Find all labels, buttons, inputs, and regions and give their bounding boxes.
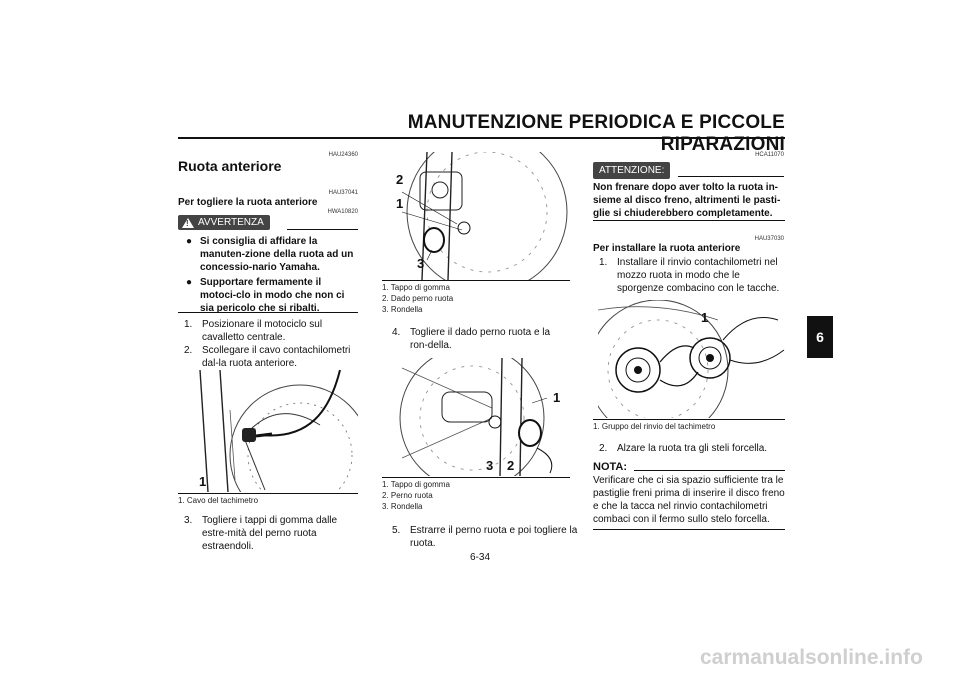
figure-callout: 1 [701,310,709,325]
warning-list: ●Si consiglia di affidare la manuten-zio… [186,235,358,315]
section-title: Ruota anteriore [178,158,282,174]
chapter-tab: 6 [807,316,833,358]
page-number: 6-34 [469,552,490,563]
warning-icon: ! [182,217,194,228]
figure-speedometer-gear [598,300,786,418]
step-5: 5.Estrarre il perno ruota e poi togliere… [392,524,580,550]
figure-captions: 1. Tappo di gomma 2. Perno ruota 3. Rond… [382,480,450,511]
caution-rule [678,176,784,177]
figure-axle [382,358,570,476]
ref-code: HCA11070 [755,152,784,158]
caution-text: Non frenare dopo aver tolto la ruota in-… [593,182,781,219]
warning-rule [287,229,358,230]
figure-callout: 2 [396,172,404,187]
figure-speedometer-cable [190,370,358,492]
install-step-2: 2.Alzare la ruota tra gli steli forcella… [599,442,785,455]
step-4: 4.Togliere il dado perno ruota e la ron-… [392,326,570,352]
figure-axle-nut [382,152,570,280]
ref-code: HAU37030 [754,236,784,242]
step-3: 3.Togliere i tappi di gomma dalle estre-… [184,514,358,553]
warning-bullet: ●Si consiglia di affidare la manuten-zio… [186,236,354,273]
warning-bullet: ●Supportare fermamente il motoci-clo in … [186,277,345,314]
step-item: 5.Estrarre il perno ruota e poi togliere… [392,525,578,549]
note-end-rule [593,529,785,530]
header-rule [178,137,785,139]
page-header-title: MANUTENZIONE PERIODICA E PICCOLE RIPARAZ… [407,112,785,155]
note-rule [634,470,785,471]
note-text: Verificare che ci sia spazio sufficiente… [593,475,785,525]
caution-badge: ATTENZIONE: [593,162,671,179]
figure-caption: 1. Cavo del tachimetro [178,496,259,505]
ref-code: HWA10820 [327,209,358,215]
figure-caption: 1. Gruppo del rinvio del tachimetro [593,422,716,431]
warning-badge: ! AVVERTENZA [178,215,270,230]
step-item: 1.Posizionare il motociclo sul cavallett… [184,319,323,343]
figure-callout: 3 [486,458,494,473]
figure-callout: 2 [507,458,515,473]
step-item: 3.Togliere i tappi di gomma dalle estre-… [184,515,338,552]
warning-label: AVVERTENZA [198,217,264,228]
steps-list: 1.Posizionare il motociclo sul cavallett… [184,318,358,370]
step-item: 2.Alzare la ruota tra gli steli forcella… [599,443,768,454]
figure-callout: 1 [396,196,404,211]
figure-callout: 1 [553,390,561,405]
note-label: NOTA: [593,461,628,473]
subsection-title: Per installare la ruota anteriore [593,243,741,254]
watermark: carmanualsonline.info [700,646,923,669]
step-item: 4.Togliere il dado perno ruota e la ron-… [392,327,551,351]
step-item: 1.Installare il rinvio contachilometri n… [599,257,780,294]
warning-end-rule [178,312,358,313]
ref-code: HAU24360 [328,152,358,158]
ref-code: HAU37041 [328,190,358,196]
figure-captions: 1. Tappo di gomma 2. Dado perno ruota 3.… [382,283,454,314]
subsection-title: Per togliere la ruota anteriore [178,197,318,208]
figure-rule [178,493,358,494]
step-item: 2.Scollegare il cavo contachilometri dal… [184,345,351,369]
figure-rule [593,419,785,420]
caution-end-rule [593,220,785,221]
figure-rule [382,477,570,478]
install-step-1: 1.Installare il rinvio contachilometri n… [599,256,785,295]
figure-callout-1: 1 [199,474,207,489]
figure-rule [382,280,570,281]
figure-callout: 3 [417,256,425,271]
